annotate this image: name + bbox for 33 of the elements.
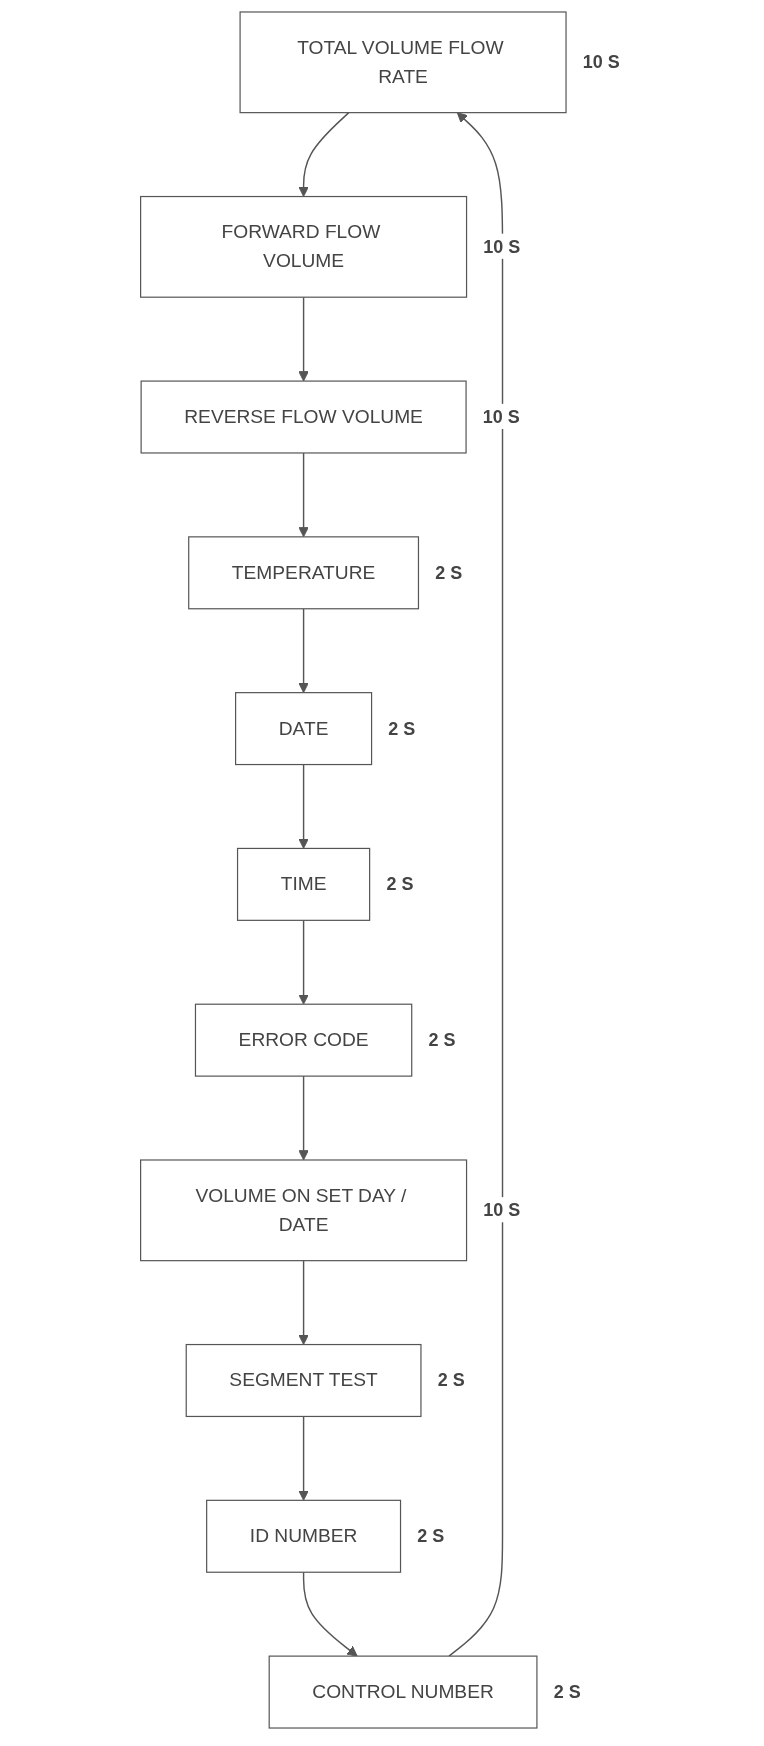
- duration-label: 10 S: [482, 407, 520, 427]
- node-box: SEGMENT TEST: [185, 1343, 422, 1418]
- arrow: [298, 296, 309, 382]
- arrow: [298, 919, 309, 1005]
- duration-label: 10 S: [582, 52, 620, 73]
- node-box: REVERSE FLOW VOLUME: [140, 380, 467, 454]
- duration-label: 2 S: [437, 1370, 465, 1391]
- arrow: [298, 763, 309, 849]
- duration-label: 10 S: [483, 1200, 521, 1221]
- duration-label: 10 S: [483, 236, 521, 257]
- duration-label: 2 S: [388, 718, 416, 739]
- arrow: [298, 1259, 309, 1345]
- duration-label: 2 S: [428, 1030, 456, 1051]
- node-box: CONTROL NUMBER: [268, 1655, 538, 1729]
- node-box: ID NUMBER: [206, 1499, 402, 1573]
- node-box: TIME: [236, 847, 371, 921]
- node-box: TEMPERATURE: [188, 536, 420, 610]
- arrow: [448, 112, 504, 1657]
- node-box: DATE: [235, 692, 373, 766]
- arrow: [298, 1075, 309, 1161]
- duration-label: 2 S: [417, 1526, 445, 1547]
- arrow: [298, 608, 309, 694]
- node-box: FORWARD FLOW VOLUME: [140, 195, 468, 298]
- duration-label: 2 S: [553, 1682, 581, 1703]
- node-box: VOLUME ON SET DAY / DATE: [140, 1159, 468, 1262]
- duration-label: 2 S: [435, 562, 463, 583]
- node-box: TOTAL VOLUME FLOW RATE: [239, 11, 567, 114]
- arrow: [298, 452, 309, 538]
- duration-label: 2 S: [386, 874, 414, 895]
- arrow: [302, 1571, 358, 1657]
- arrow: [298, 111, 350, 197]
- arrow: [298, 1415, 309, 1501]
- node-box: ERROR CODE: [194, 1003, 413, 1077]
